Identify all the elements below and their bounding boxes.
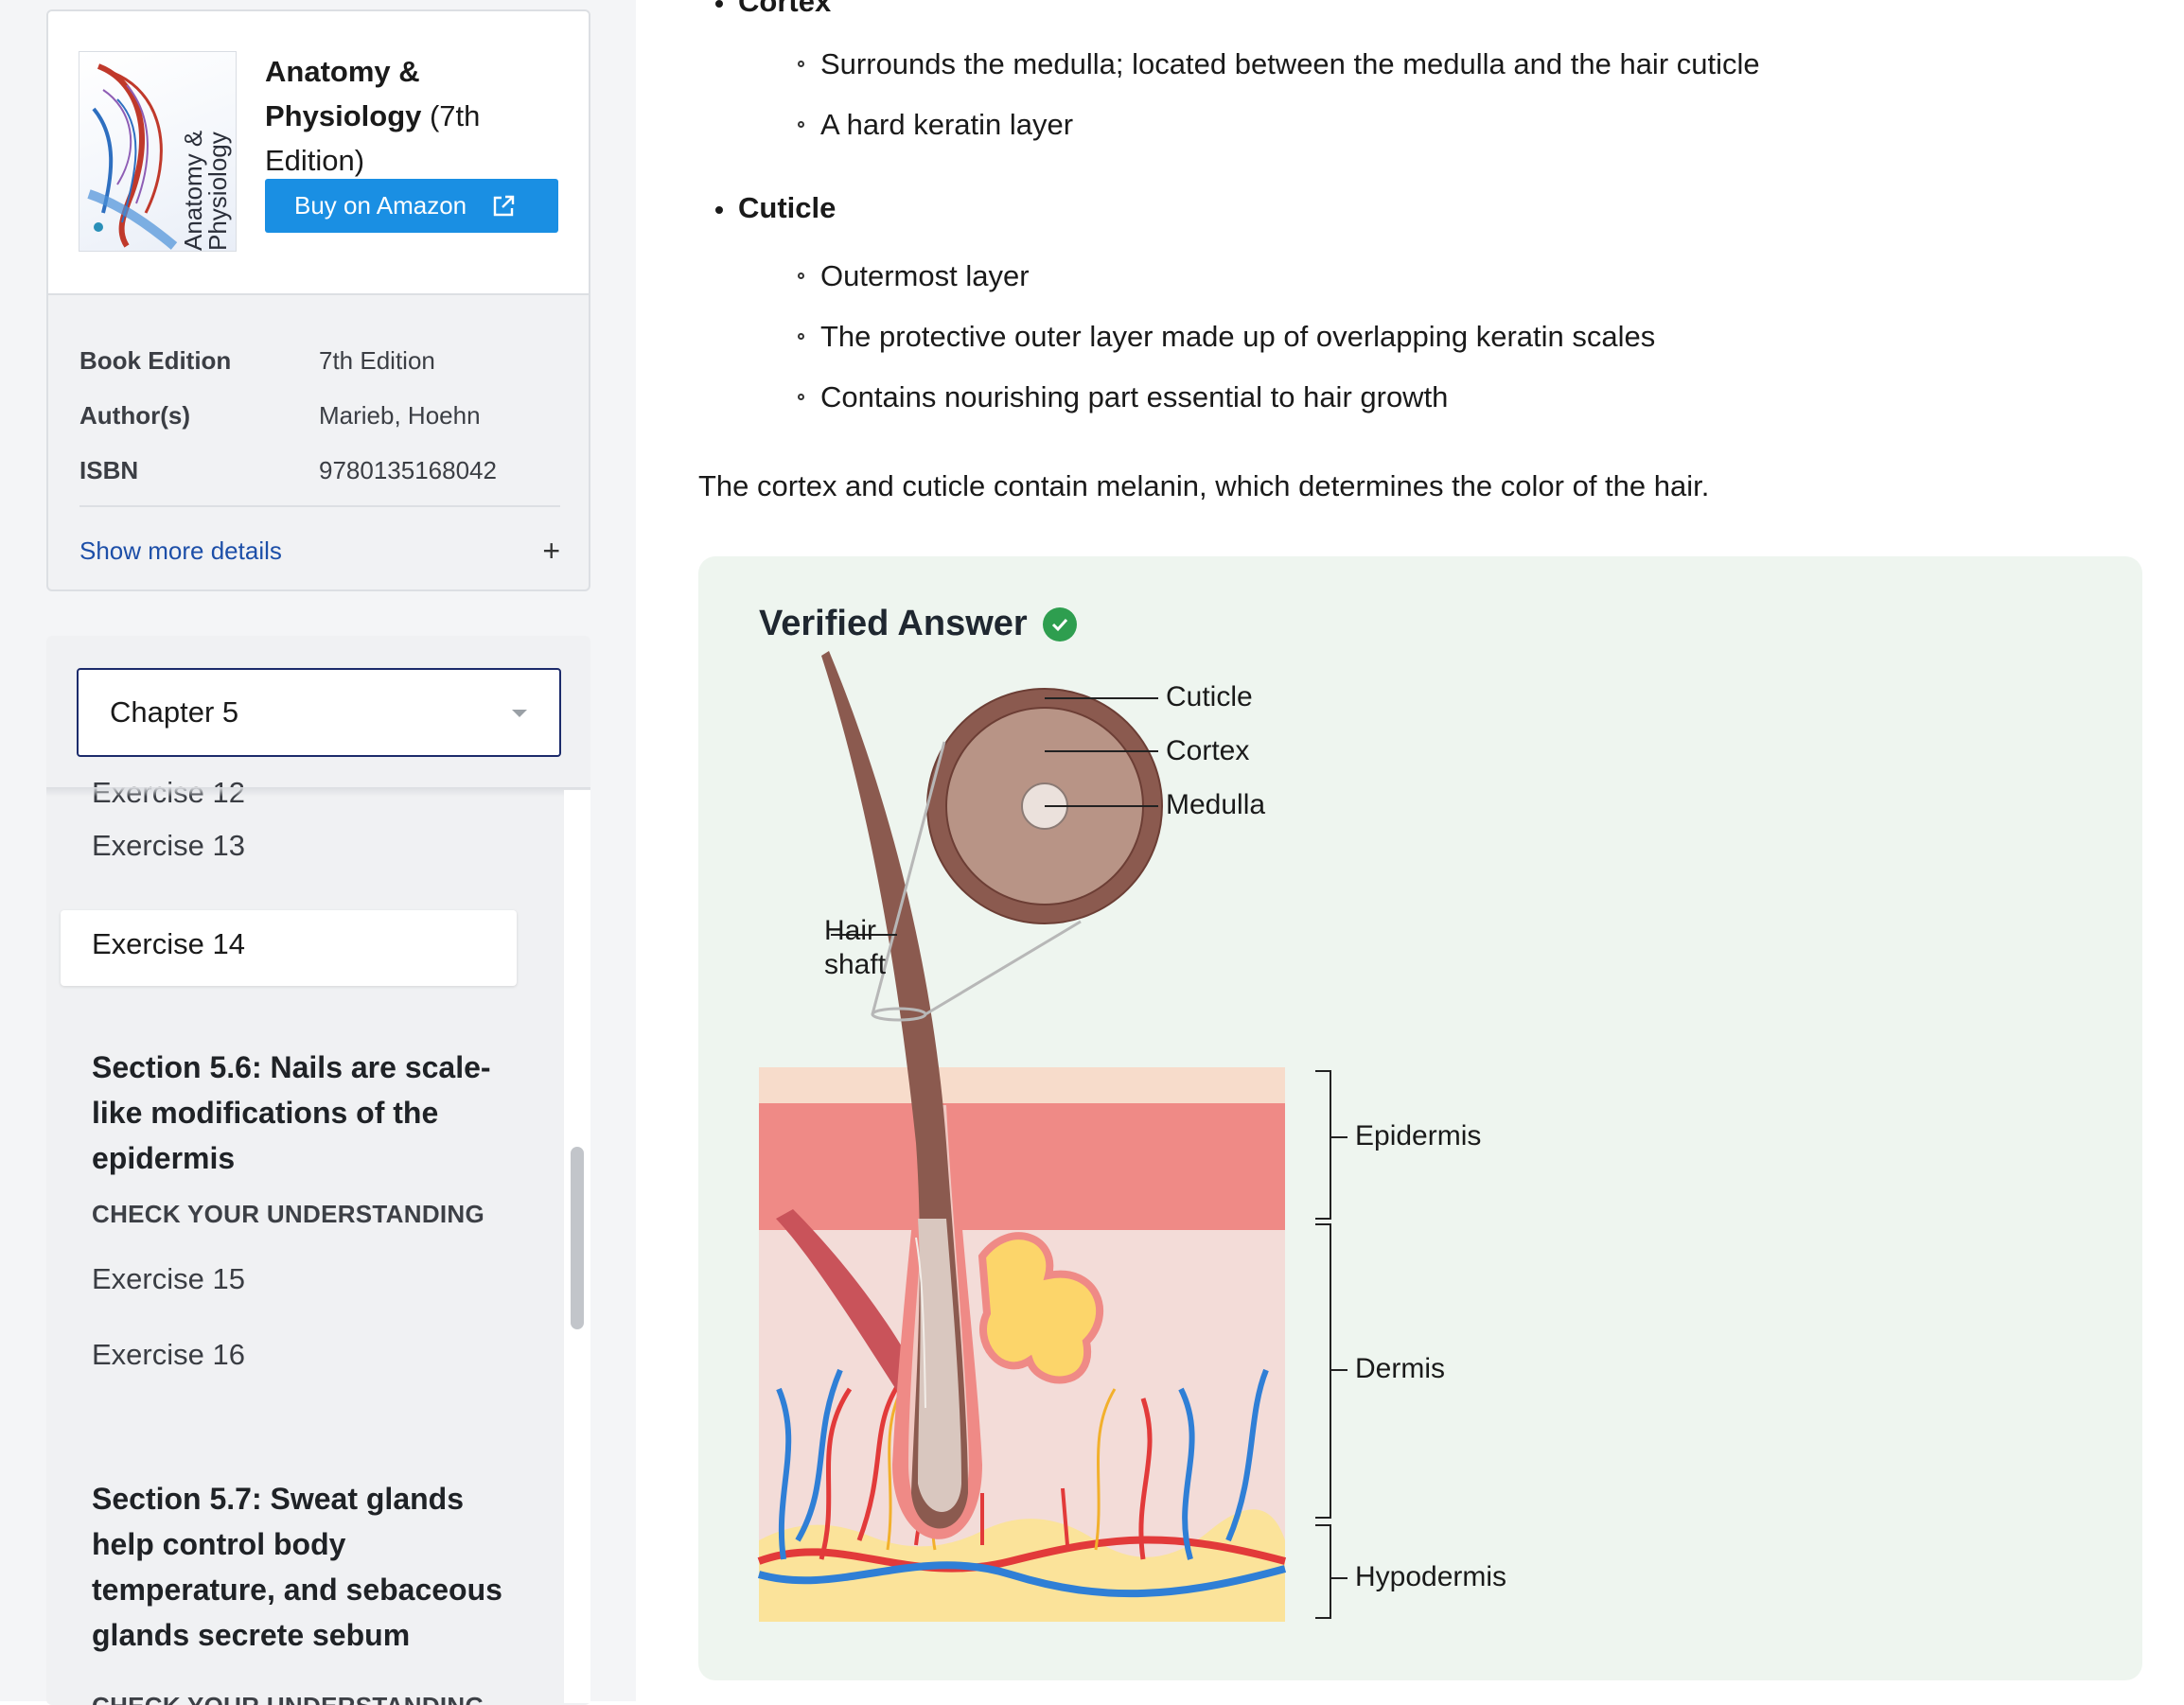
book-card: Anatomy & Physiology Anatomy & Physiolog…: [46, 9, 590, 591]
book-title-main: Anatomy & Physiology: [265, 55, 422, 132]
label-cuticle: Cuticle: [1166, 681, 1253, 712]
book-details: Book Edition 7th Edition Author(s) Marie…: [79, 333, 560, 498]
bullet-cortex-point: Surrounds the medulla; located between t…: [798, 47, 1760, 80]
book-card-header: Anatomy & Physiology Anatomy & Physiolog…: [48, 11, 589, 295]
verified-answer-card: Verified Answer: [698, 556, 2142, 1680]
bullet-cuticle-point: Outermost layer: [798, 259, 1030, 292]
list-item-exercise-14-label: Exercise 14: [92, 927, 245, 960]
list-item-exercise-15[interactable]: Exercise 15: [92, 1262, 245, 1295]
detail-value: Marieb, Hoehn: [319, 400, 481, 430]
section-heading-5-7: Section 5.7: Sweat glands help control b…: [92, 1482, 502, 1652]
scrollbar-thumb[interactable]: [571, 1147, 584, 1329]
bullet-cortex-point: A hard keratin layer: [797, 108, 1074, 141]
solution-content: Cortex Surrounds the medulla; located be…: [636, 0, 2184, 1701]
book-title-edition: (7th Edition): [265, 99, 481, 177]
label-epidermis: Epidermis: [1355, 1120, 1482, 1151]
detail-row-authors: Author(s) Marieb, Hoehn: [79, 388, 560, 443]
verified-answer-heading: Verified Answer: [759, 604, 1077, 644]
list-top-shadow: [46, 787, 590, 797]
chevron-down-icon: [512, 710, 527, 717]
melanin-paragraph: The cortex and cuticle contain melanin, …: [698, 469, 1710, 502]
list-item-exercise-13[interactable]: Exercise 13: [92, 829, 245, 862]
label-dermis: Dermis: [1355, 1353, 1445, 1384]
chapter-select-value: Chapter 5: [110, 695, 239, 729]
show-more-label: Show more details: [79, 536, 282, 565]
bullet-cuticle-point: Contains nourishing part essential to ha…: [797, 380, 1449, 413]
detail-key: ISBN: [79, 455, 139, 484]
chapter-navigation: Exercise 12 Exercise 13 Exercise 14 Sect…: [46, 636, 590, 1705]
sidebar: Anatomy & Physiology Anatomy & Physiolog…: [0, 0, 636, 1705]
section-heading-5-6: Section 5.6: Nails are scale-like modifi…: [92, 1050, 491, 1175]
bullet-cuticle-point: The protective outer layer made up of ov…: [797, 320, 1656, 353]
detail-row-isbn: ISBN 9780135168042: [79, 443, 560, 498]
divider: [79, 505, 560, 507]
hair-skin-diagram: [757, 651, 1347, 1622]
plus-icon: +: [542, 533, 560, 568]
chapter-list: Exercise 12 Exercise 13 Exercise 14 Sect…: [46, 778, 564, 1705]
stratum-corneum: [759, 1067, 1285, 1109]
list-item-exercise-14-active[interactable]: [61, 910, 517, 986]
label-hair-shaft-line2: shaft: [824, 949, 887, 980]
bullet-cortex-heading: Cortex: [714, 0, 831, 19]
buy-button-label: Buy on Amazon: [294, 191, 467, 220]
check-your-understanding-label: CHECK YOUR UNDERSTANDING: [92, 1200, 485, 1228]
verified-check-icon: [1042, 606, 1077, 642]
epidermis-layer: [759, 1103, 1285, 1230]
chapter-select-dropdown[interactable]: Chapter 5: [77, 668, 561, 757]
show-more-details-toggle[interactable]: Show more details +: [79, 532, 560, 570]
detail-row-edition: Book Edition 7th Edition: [79, 333, 560, 388]
external-link-icon: [493, 195, 515, 216]
check-your-understanding-label: CHECK YOUR UNDERSTANDING: [92, 1692, 484, 1705]
detail-value: 9780135168042: [319, 455, 497, 484]
cover-illustration: [87, 63, 178, 250]
arrector-pili: [776, 1209, 925, 1398]
label-hypodermis: Hypodermis: [1355, 1561, 1507, 1592]
detail-key: Book Edition: [79, 345, 232, 375]
cover-title: Anatomy & Physiology: [179, 130, 232, 251]
buy-on-amazon-button[interactable]: Buy on Amazon: [265, 179, 558, 233]
book-cover-image: Anatomy & Physiology: [79, 51, 237, 252]
book-title[interactable]: Anatomy & Physiology (7th Edition): [265, 49, 568, 183]
bullet-cuticle-heading: Cuticle: [714, 191, 837, 224]
detail-value: 7th Edition: [319, 345, 435, 375]
verified-answer-title: Verified Answer: [759, 604, 1028, 643]
label-hair-shaft-line1: Hair: [824, 915, 877, 946]
label-medulla: Medulla: [1166, 789, 1266, 820]
label-cortex: Cortex: [1166, 735, 1250, 766]
detail-key: Author(s): [79, 400, 190, 430]
list-item-exercise-16[interactable]: Exercise 16: [92, 1338, 245, 1371]
